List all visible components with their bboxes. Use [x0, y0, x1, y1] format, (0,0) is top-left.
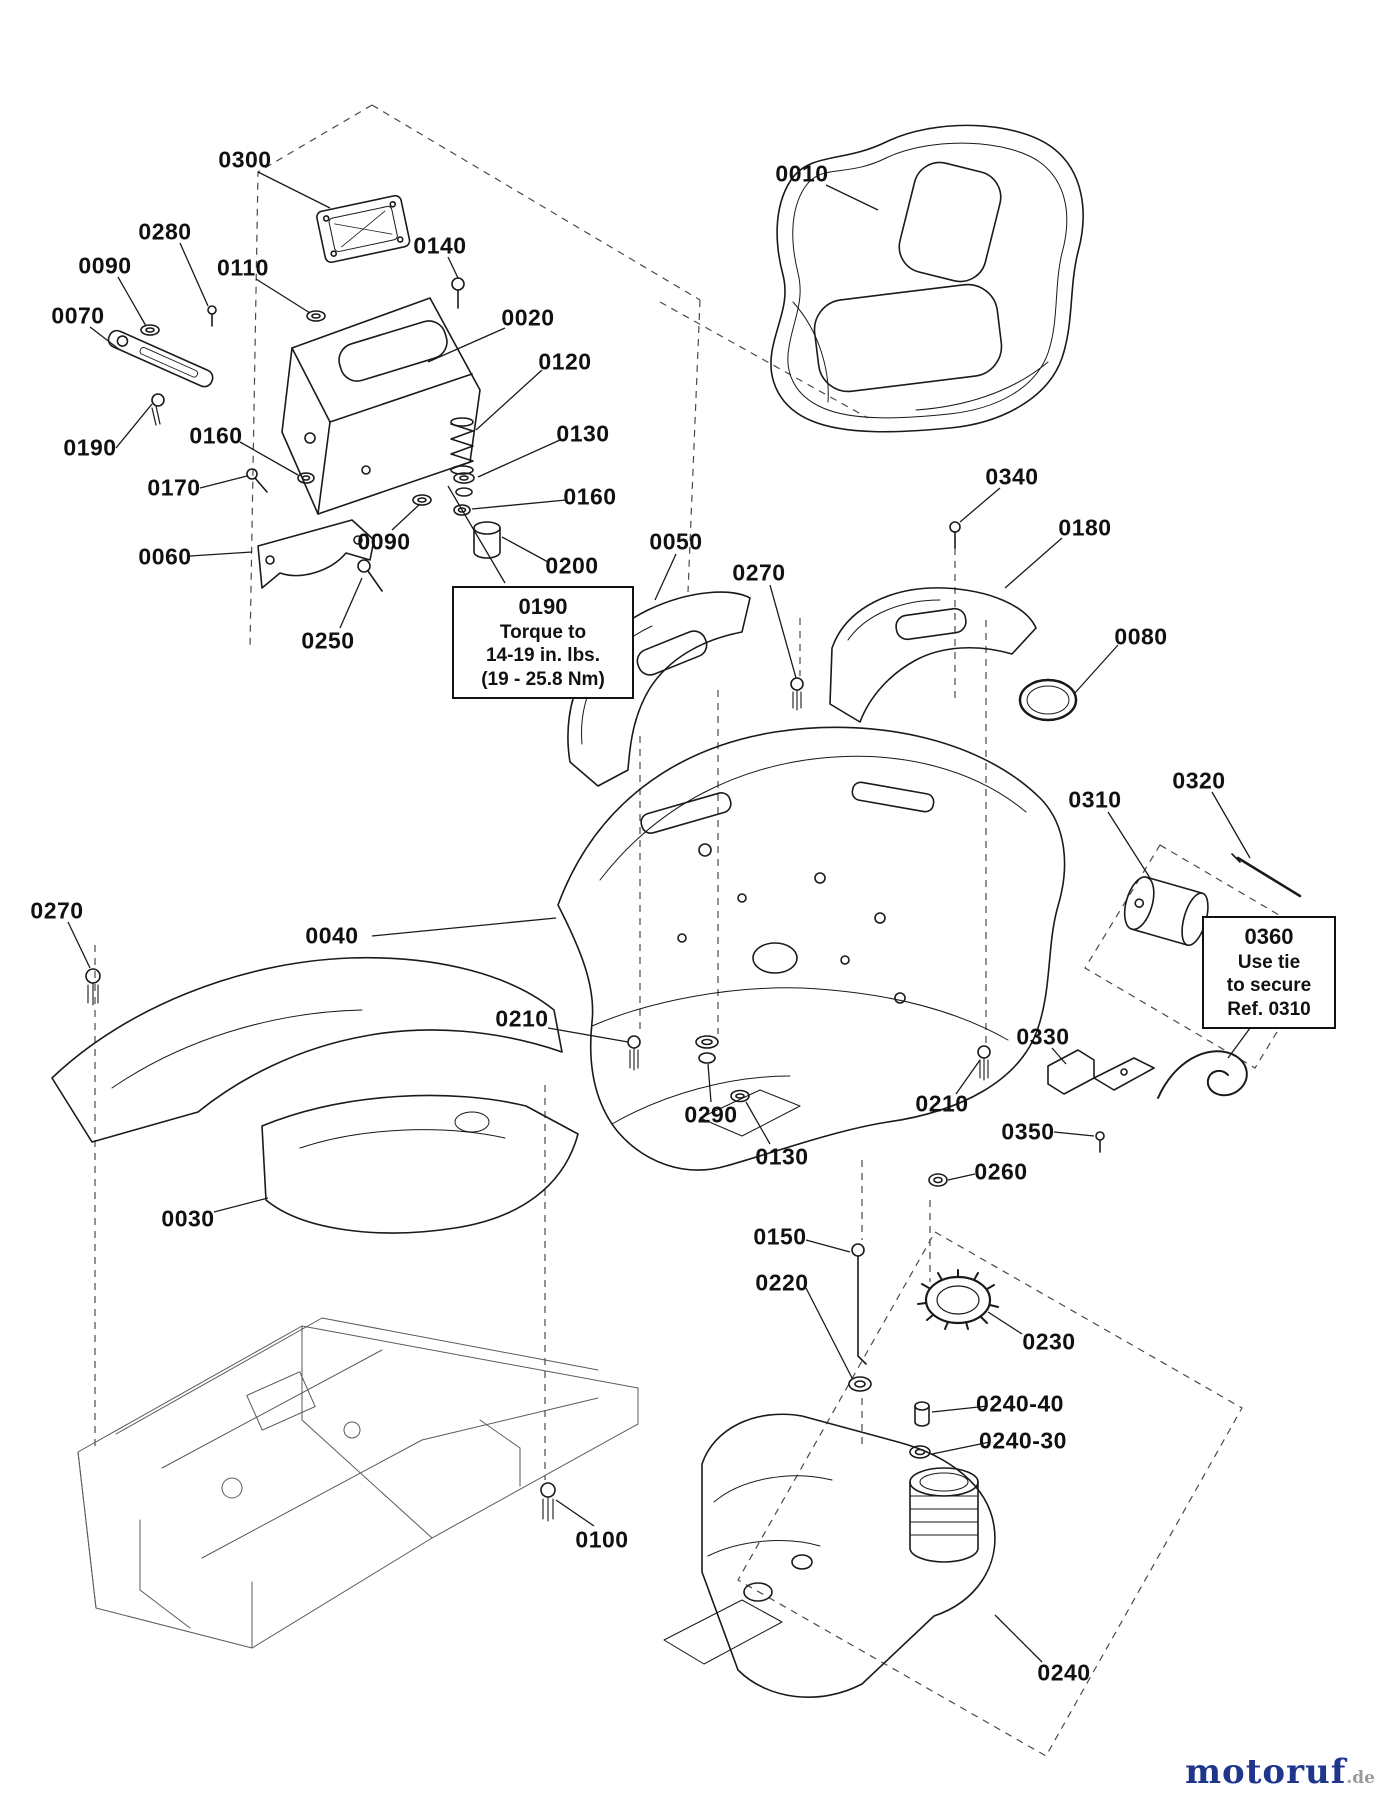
handle-cover-right-part: [829, 587, 1037, 723]
rod-part: [1231, 853, 1302, 898]
part-label-0230: 0230: [1022, 1328, 1076, 1355]
spring-part: [450, 417, 474, 475]
watermark-tld: .de: [1346, 1768, 1375, 1788]
part-label-0140: 0140: [413, 232, 467, 259]
fasteners: [85, 277, 1105, 1522]
part-label-0160b: 0160: [563, 483, 617, 510]
part-label-0090b: 0090: [357, 528, 411, 555]
part-label-0290: 0290: [684, 1101, 738, 1128]
solenoid-part: [1123, 876, 1221, 947]
part-label-0110: 0110: [217, 254, 269, 281]
part-label-0150: 0150: [753, 1223, 807, 1250]
fuel-tank-part: [663, 1413, 996, 1699]
leader-lines: [67, 171, 1257, 1663]
part-label-0100: 0100: [575, 1526, 629, 1553]
part-label-0080: 0080: [1114, 623, 1168, 650]
part-label-0060: 0060: [138, 543, 192, 570]
part-label-0300: 0300: [218, 146, 272, 173]
torque-note-line2: 14-19 in. lbs.: [485, 645, 601, 667]
part-label-0270: 0270: [732, 559, 786, 586]
tie-note-line1: Use tie: [1237, 951, 1301, 973]
tie-note: 0360 Use tie to secure Ref. 0310: [1202, 916, 1336, 1029]
seat-part: [770, 124, 1084, 433]
part-label-0130: 0130: [556, 420, 610, 447]
bracket-part: [257, 519, 375, 589]
part-label-0280: 0280: [138, 218, 192, 245]
part-label-0250: 0250: [301, 627, 355, 654]
front-panel-part: [51, 956, 579, 1234]
part-label-0160: 0160: [189, 422, 243, 449]
filler-neck: [909, 1467, 979, 1563]
part-label-0310: 0310: [1068, 786, 1122, 813]
part-label-0130b: 0130: [755, 1143, 809, 1170]
part-label-0340: 0340: [985, 463, 1039, 490]
construction-lines: [94, 104, 1331, 1757]
watermark-brand: motoruf: [1185, 1752, 1347, 1792]
part-label-0120: 0120: [538, 348, 592, 375]
parts: [51, 124, 1302, 1699]
cable-tie-part: [1157, 1050, 1248, 1099]
part-label-0240-30: 0240-30: [979, 1427, 1067, 1454]
tie-note-line3: Ref. 0310: [1227, 999, 1311, 1020]
fuel-cap-part: [917, 1269, 999, 1330]
mount-bracket-part: [1047, 1049, 1155, 1095]
part-label-0320: 0320: [1172, 767, 1226, 794]
part-label-0200: 0200: [545, 552, 599, 579]
part-label-0240-40: 0240-40: [976, 1390, 1064, 1417]
fender-part: [557, 726, 1066, 1171]
part-label-0330: 0330: [1016, 1023, 1070, 1050]
torque-note: 0190 Torque to 14-19 in. lbs. (19 - 25.8…: [452, 586, 634, 699]
frame-part: [77, 1317, 639, 1649]
mount-plate-part: [316, 194, 411, 264]
watermark: motoruf.de: [1185, 1752, 1375, 1792]
part-label-0180: 0180: [1058, 514, 1112, 541]
part-label-0170: 0170: [147, 474, 201, 501]
part-label-0190: 0190: [63, 434, 117, 461]
part-label-0030: 0030: [161, 1205, 215, 1232]
tie-note-line2: to secure: [1226, 975, 1312, 997]
part-label-0210b: 0210: [915, 1090, 969, 1117]
part-label-0270b: 0270: [30, 897, 84, 924]
part-label-0260: 0260: [974, 1158, 1028, 1185]
torque-note-line1: Torque to: [499, 621, 587, 643]
torque-note-line3: (19 - 25.8 Nm): [481, 669, 605, 690]
part-label-0070: 0070: [51, 302, 105, 329]
strap-part: [107, 329, 214, 388]
cap-part: [1018, 678, 1078, 722]
part-label-0350: 0350: [1001, 1118, 1055, 1145]
part-label-0220: 0220: [755, 1269, 809, 1296]
part-label-0240: 0240: [1037, 1659, 1091, 1686]
part-label-0020: 0020: [501, 304, 555, 331]
torque-note-ref: 0190: [518, 594, 568, 619]
part-label-0210: 0210: [495, 1005, 549, 1032]
part-label-0010: 0010: [775, 160, 829, 187]
part-label-0090: 0090: [78, 252, 132, 279]
tie-note-ref: 0360: [1244, 924, 1294, 949]
part-label-0040: 0040: [305, 922, 359, 949]
part-label-0050: 0050: [649, 528, 703, 555]
